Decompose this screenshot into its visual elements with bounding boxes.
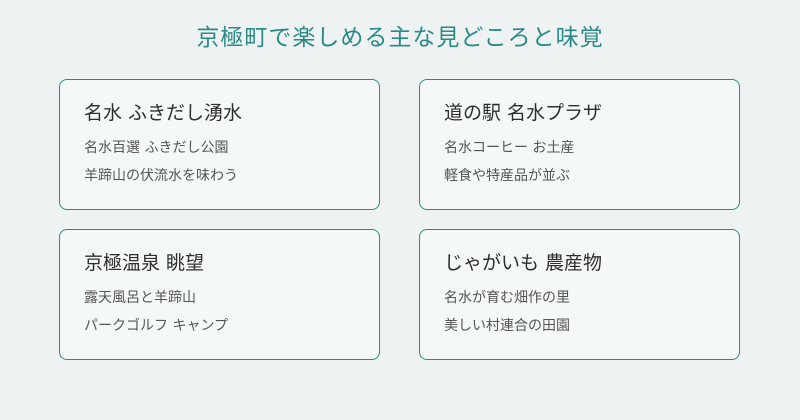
card-line: 露天風呂と羊蹄山 — [84, 290, 196, 306]
card-line: 軽食や特産品が並ぶ — [444, 168, 570, 184]
card-line: 名水コーヒー お土産 — [444, 140, 575, 156]
card-fukidashi-spring: 名水 ふきだし湧水 名水百選 ふきだし公園 羊蹄山の伏流水を味わう — [59, 79, 380, 210]
card-potato-produce: じゃがいも 農産物 名水が育む畑作の里 美しい村連合の田園 — [419, 229, 740, 360]
card-line: パークゴルフ キャンプ — [84, 318, 229, 334]
page-title: 京極町で楽しめる主な見どころと味覚 — [196, 25, 604, 51]
card-line: 名水が育む畑作の里 — [444, 290, 570, 306]
card-line: 美しい村連合の田園 — [444, 318, 570, 334]
card-onsen-view: 京極温泉 眺望 露天風呂と羊蹄山 パークゴルフ キャンプ — [59, 229, 380, 360]
card-title: 名水 ふきだし湧水 — [84, 102, 243, 124]
card-title: 京極温泉 眺望 — [84, 252, 205, 274]
card-line: 羊蹄山の伏流水を味わう — [84, 168, 238, 184]
card-title: じゃがいも 農産物 — [444, 252, 603, 274]
card-title: 道の駅 名水プラザ — [444, 102, 603, 124]
card-michinoeki-plaza: 道の駅 名水プラザ 名水コーヒー お土産 軽食や特産品が並ぶ — [419, 79, 740, 210]
card-line: 名水百選 ふきだし公園 — [84, 140, 229, 156]
